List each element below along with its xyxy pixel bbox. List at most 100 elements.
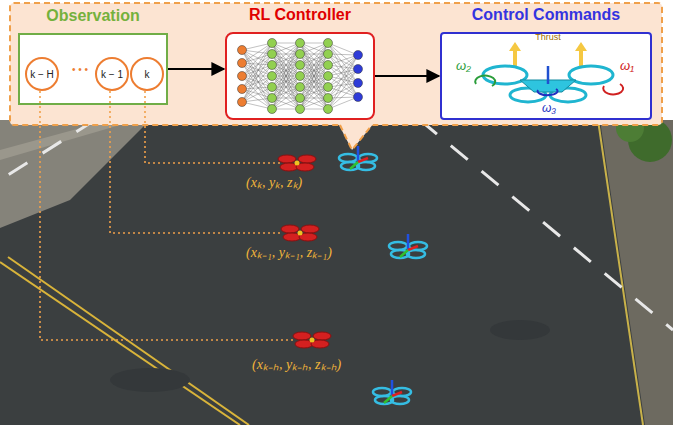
net-neuron [324, 39, 333, 48]
time-step-circle: k − H [25, 57, 59, 91]
axis [358, 158, 368, 162]
lane-dash [0, 120, 95, 180]
net-link [300, 76, 328, 109]
net-neuron [238, 72, 247, 81]
net-neuron [296, 72, 305, 81]
rotor [359, 154, 377, 162]
rotor [313, 332, 331, 340]
top-panel [10, 3, 662, 125]
rotation-arrow [603, 84, 623, 94]
rotor [393, 388, 411, 396]
net-neuron [354, 51, 363, 60]
rotor [339, 154, 357, 162]
net-neuron [324, 94, 333, 103]
net-link [272, 76, 300, 109]
panel-tail [338, 123, 374, 150]
axis [350, 162, 358, 169]
tracking-drone [339, 146, 377, 170]
tracking-drone [373, 380, 411, 404]
drone-center [295, 161, 300, 166]
net-link [272, 43, 300, 76]
rotation-arrow [538, 89, 558, 95]
step-label: k [145, 69, 150, 80]
box-fill [440, 32, 652, 120]
net-neuron [268, 105, 277, 114]
net-neuron [268, 61, 277, 70]
rotor [278, 155, 296, 163]
thrust-arrow [513, 49, 517, 68]
road-patch [490, 320, 550, 340]
yellow-line [0, 262, 240, 425]
axis [384, 396, 392, 403]
axis [392, 392, 402, 396]
axis [391, 380, 394, 396]
rotor [373, 388, 391, 396]
net-neuron [296, 50, 305, 59]
net-neuron [354, 79, 363, 88]
dotted-leader [145, 91, 280, 163]
box-fill [18, 33, 168, 105]
net-neuron [238, 59, 247, 68]
observation-box: Observationk − Hk − 1k [18, 33, 168, 105]
position-label: (xₖ₋ₕ, yₖ₋ₕ, zₖ₋ₕ) [252, 357, 341, 372]
net-link [300, 43, 328, 98]
dotted-leader [110, 91, 282, 233]
net-neuron [354, 93, 363, 102]
net-neuron [268, 94, 277, 103]
step-label: k − H [30, 69, 54, 80]
time-step-circle: k − 1 [95, 57, 129, 91]
road-photo [0, 120, 673, 425]
flow-arrow [375, 75, 439, 77]
net-link [242, 43, 272, 102]
net-neuron [324, 61, 333, 70]
net-link [300, 43, 328, 76]
net-link [242, 50, 272, 98]
thrust-arrow-head [509, 42, 521, 51]
neural-network [238, 39, 363, 114]
net-neuron [268, 72, 277, 81]
net-link [272, 43, 300, 76]
section-title: Observation [46, 7, 139, 25]
rotor [357, 162, 375, 170]
net-neuron [324, 50, 333, 59]
tracking-drone [389, 234, 427, 258]
axis [357, 146, 360, 162]
position-label: (xₖ, yₖ, zₖ) [246, 175, 302, 190]
net-link [242, 50, 272, 109]
lane-dash [420, 120, 673, 330]
drone-center [298, 231, 303, 236]
angular-rate-label: ω₂ [456, 59, 471, 73]
net-link [300, 54, 328, 109]
controller-box: RL Controller [225, 32, 375, 120]
net-link [272, 54, 300, 109]
net-neuron [296, 39, 305, 48]
net-link [300, 54, 328, 109]
rotor [409, 242, 427, 250]
rotation-arrow [475, 76, 495, 86]
rotor [389, 242, 407, 250]
net-neuron [238, 85, 247, 94]
thrust-arrow [579, 49, 583, 68]
net-link [300, 43, 328, 76]
quadrotor-figure [475, 42, 623, 102]
net-neuron [296, 61, 305, 70]
rotor [301, 225, 319, 233]
net-neuron [296, 83, 305, 92]
net-link [242, 54, 272, 102]
net-link [242, 65, 272, 102]
net-neuron [324, 72, 333, 81]
section-title: Control Commands [472, 6, 620, 24]
reference-drone [281, 225, 319, 241]
rotor-guard [569, 66, 613, 84]
net-link [272, 76, 300, 109]
reference-drone [293, 332, 331, 348]
net-neuron [268, 39, 277, 48]
rotor [391, 396, 409, 404]
net-neuron [268, 50, 277, 59]
curb-line [598, 120, 643, 425]
panel-tail-border [340, 125, 372, 150]
flow-arrow [168, 68, 224, 70]
rotor-guard [483, 66, 527, 84]
rotor [293, 332, 311, 340]
